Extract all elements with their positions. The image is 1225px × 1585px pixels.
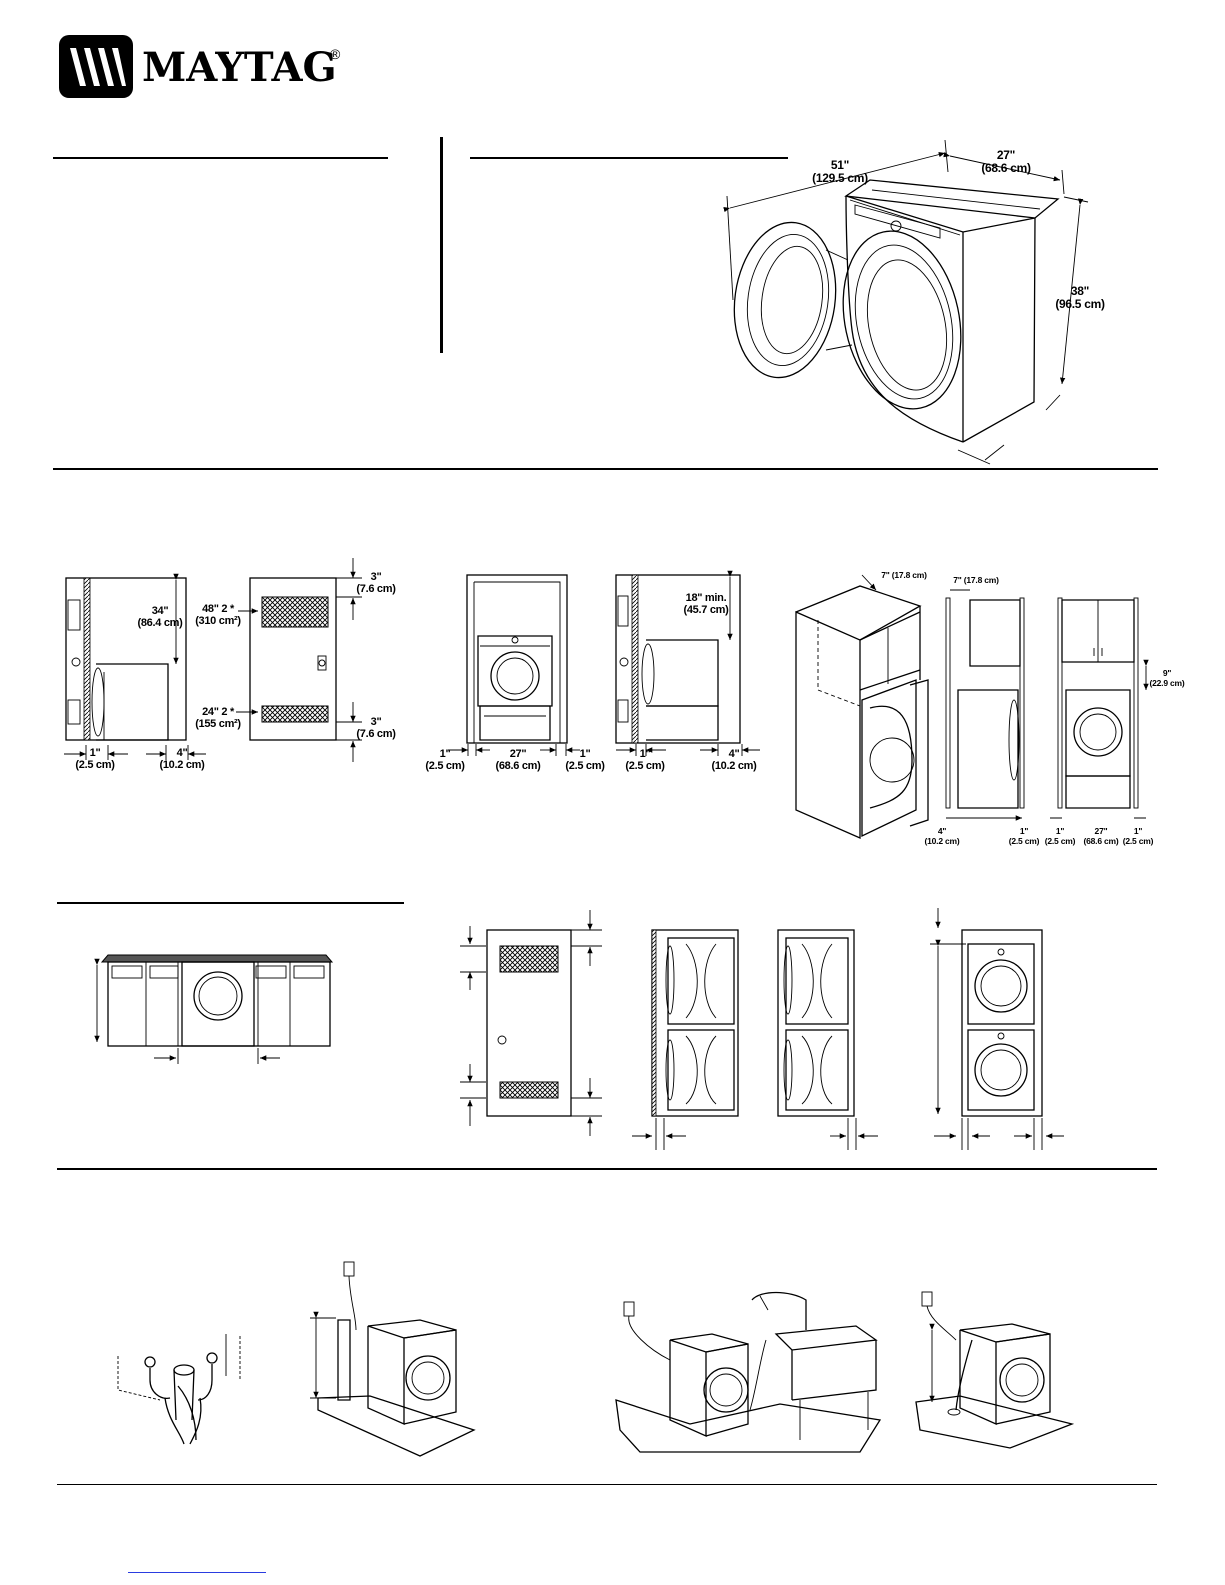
dim-pedestal-side-top: 18" min.(45.7 cm)	[683, 592, 729, 616]
dim-door-gap-bottom: 3"(7.6 cm)	[356, 716, 396, 740]
dim-vent-bottom: 24" 2 *(155 cm²)	[195, 706, 241, 730]
dim-height: 38"(96.5 cm)	[1055, 284, 1105, 311]
dim-cabinet-depth: 7" (17.8 cm)	[881, 570, 927, 580]
section-rule-2	[57, 1168, 1157, 1170]
dim-side-cabinet-depth: 7" (17.8 cm)	[953, 575, 999, 585]
dim-pedestal-width: 27"(68.6 cm)	[495, 748, 541, 772]
dim-pedestal-left: 1"(2.5 cm)	[425, 748, 465, 772]
dim-cabinet-side-front: 1"(2.5 cm)	[1008, 826, 1040, 846]
dim-pedestal-right: 1"(2.5 cm)	[565, 748, 605, 772]
brand-name: MAYTAG	[142, 44, 337, 91]
dim-door-gap-top: 3"(7.6 cm)	[356, 571, 396, 595]
dim-depth-door-open: 51"(129.5 cm)	[812, 158, 868, 185]
section-rule-alcove	[57, 902, 404, 904]
dim-closet-side-left: 1"(2.5 cm)	[75, 747, 115, 771]
dim-closet-top: 34"(86.4 cm)	[137, 605, 183, 629]
dim-closet-side-rear: 4"(10.2 cm)	[159, 747, 205, 771]
column-divider	[440, 137, 443, 353]
section-rule-left-top	[53, 157, 388, 159]
alcove-and-stacking-drawings	[94, 908, 1064, 1150]
dim-pedestal-side-left: 1"(2.5 cm)	[625, 748, 665, 772]
footer-link[interactable]	[128, 1571, 266, 1573]
brand-logo: MAYTAG ®	[58, 34, 348, 100]
dim-cabinet-front-width: 27"(68.6 cm)	[1083, 826, 1119, 846]
dim-cabinet-side-rear: 4"(10.2 cm)	[924, 826, 960, 846]
registered-mark: ®	[330, 46, 341, 62]
closet-side-view-drawing	[64, 558, 362, 762]
section-rule-1	[53, 468, 1158, 470]
dim-cabinet-front-left: 1"(2.5 cm)	[1044, 826, 1076, 846]
cabinet-installation-drawing	[795, 574, 1149, 839]
section-rule-right-top	[470, 157, 788, 159]
pedestal-installation-drawing	[448, 570, 760, 756]
washer-product-drawing	[723, 139, 1089, 465]
dim-vent-top: 48" 2 *(310 cm²)	[195, 603, 241, 627]
dim-pedestal-side-rear: 4"(10.2 cm)	[711, 748, 757, 772]
section-rule-3	[57, 1484, 1157, 1485]
dim-width: 27"(68.6 cm)	[981, 148, 1031, 175]
dim-above-clearance: 9"(22.9 cm)	[1149, 668, 1185, 688]
maytag-emblem-icon	[59, 35, 133, 98]
drain-installation-drawings	[117, 1261, 1075, 1457]
dim-cabinet-front-right: 1"(2.5 cm)	[1122, 826, 1154, 846]
